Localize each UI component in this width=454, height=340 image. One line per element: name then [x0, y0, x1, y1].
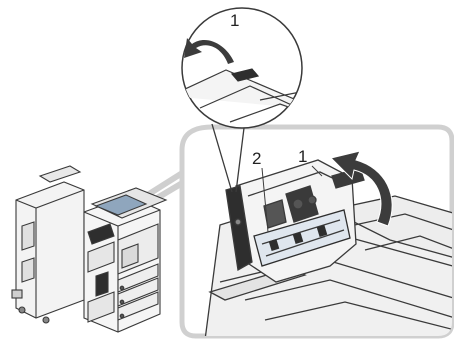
zoom-view: 1 [170, 8, 320, 128]
printer-machine [12, 166, 166, 332]
callout-2-detail: 2 [252, 149, 261, 168]
callout-1-detail: 1 [298, 147, 307, 166]
callout-1-zoom: 1 [230, 11, 239, 30]
zoom-circle [182, 8, 302, 128]
